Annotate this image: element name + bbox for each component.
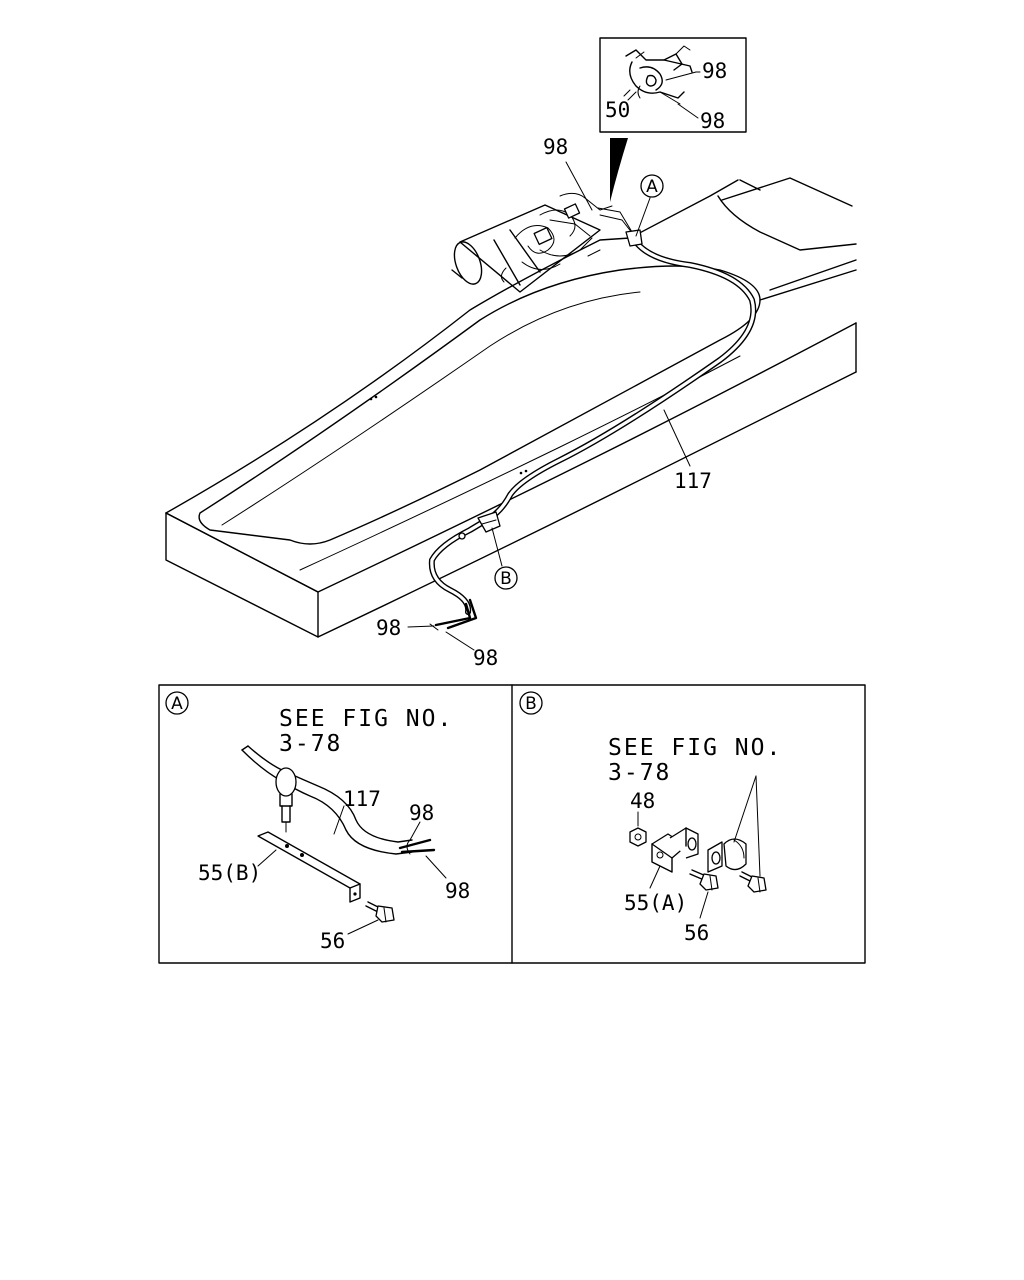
fuel-pump-assembly [451, 192, 637, 293]
callout-98-inset-top: 98 [702, 59, 727, 83]
fuel-tank [165, 177, 857, 638]
svg-text:B: B [500, 569, 512, 589]
detail-a-callout-117: 117 [343, 787, 381, 811]
hose-117 [428, 229, 757, 631]
ref-badge-b: B [494, 566, 518, 590]
detail-a-callout-55b: 55(B) [198, 861, 261, 885]
detail-b-badge: B [519, 691, 543, 715]
detail-a: A SEE FIG NO. 3-78 117 98 [165, 691, 470, 953]
callout-98-inset-bottom: 98 [700, 109, 725, 133]
detail-b-see-fig: SEE FIG NO. [608, 735, 782, 761]
callout-98-end-a: 98 [376, 616, 401, 640]
detail-b-fig-number: 3-78 [608, 760, 671, 786]
detail-b-callout-56: 56 [684, 921, 709, 945]
svg-text:B: B [525, 694, 537, 714]
svg-text:A: A [171, 694, 183, 714]
leaders [407, 71, 701, 651]
callout-98-pump: 98 [543, 135, 568, 159]
detail-a-fig-number: 3-78 [279, 731, 342, 757]
detail-a-callout-98-top: 98 [409, 801, 434, 825]
detail-a-callout-98-bottom: 98 [445, 879, 470, 903]
ref-badge-a: A [640, 174, 664, 198]
detail-a-see-fig: SEE FIG NO. [279, 706, 453, 732]
inset-connector [599, 37, 747, 202]
callout-50-inset: 50 [605, 98, 630, 122]
detail-b: B SEE FIG NO. 3-78 48 [519, 691, 782, 945]
callout-98-end-b: 98 [473, 646, 498, 670]
svg-text:A: A [646, 177, 658, 197]
detail-b-callout-55a: 55(A) [624, 891, 687, 915]
callout-117-hose: 117 [674, 469, 712, 493]
detail-a-badge: A [165, 691, 189, 715]
detail-b-callout-48: 48 [630, 789, 655, 813]
detail-panels [158, 684, 866, 964]
main-view: 98 50 98 98 117 98 98 A B [165, 37, 857, 670]
detail-a-callout-56: 56 [320, 929, 345, 953]
